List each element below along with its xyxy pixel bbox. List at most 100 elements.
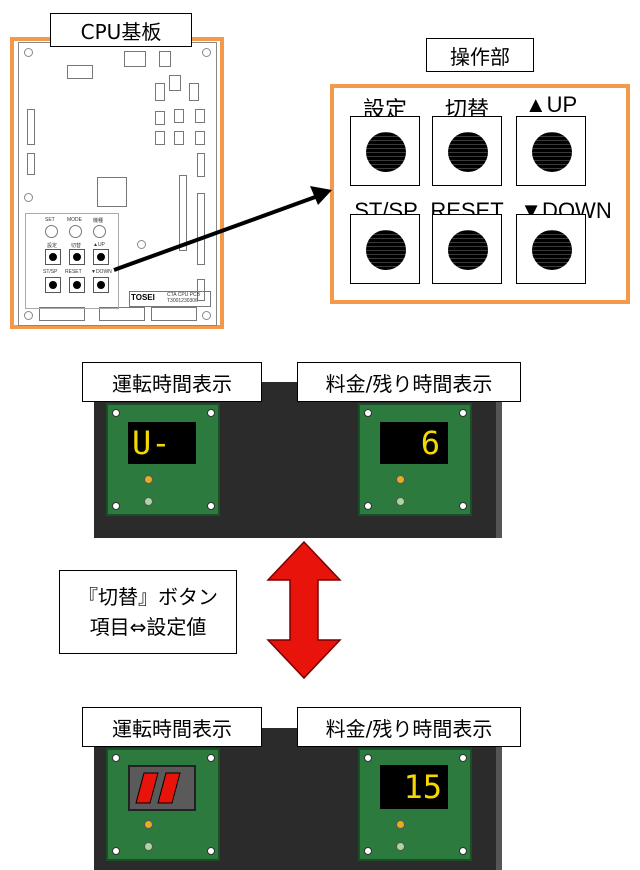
chip: [67, 65, 93, 79]
button-knob: [366, 230, 406, 270]
operation-title: 操作部: [426, 38, 534, 72]
chip: [197, 193, 205, 265]
chip: [124, 51, 146, 67]
chip: [197, 153, 205, 177]
segment-digits: [135, 772, 181, 804]
screw: [207, 502, 215, 510]
chip: [169, 75, 181, 91]
mini-label-kirikae: 切替: [71, 243, 82, 249]
mini-button: [93, 249, 109, 265]
cpu-board-drawing: SET MODE 機種 設定 切替 ▲UP ST/SP RESET ▼DOWN …: [18, 42, 217, 326]
dip-switch: [69, 225, 82, 238]
screw: [459, 409, 467, 417]
operation-time-display: U-: [128, 422, 196, 464]
mini-label-set: SET: [45, 217, 55, 223]
fee-time-display: 6: [380, 422, 448, 464]
down-button[interactable]: [516, 214, 586, 284]
led-indicator: [144, 475, 153, 484]
mini-label-kishu: 機種: [93, 218, 104, 224]
panel-edge: [496, 382, 502, 538]
segment-display-off: [128, 765, 196, 811]
screw: [459, 754, 467, 762]
screw: [112, 409, 120, 417]
mini-button: [69, 277, 85, 293]
pcb-name: CTA CPU PCB: [167, 292, 200, 298]
reset-button[interactable]: [432, 214, 502, 284]
mini-label-reset: RESET: [65, 269, 82, 275]
led-indicator: [396, 475, 405, 484]
chip: [27, 109, 35, 145]
mount-hole: [24, 311, 33, 320]
mini-label-settei: 設定: [47, 243, 58, 249]
chip: [155, 111, 165, 125]
chip: [155, 83, 165, 101]
led-indicator: [144, 842, 153, 851]
connector: [151, 307, 197, 321]
chip: [174, 131, 184, 145]
mini-label-up: ▲UP: [93, 242, 105, 248]
button-label-up: ▲UP: [524, 92, 578, 117]
fee-time-pcb: 15: [358, 748, 472, 861]
led-indicator: [144, 820, 153, 829]
fee-time-label-bottom: 料金/残り時間表示: [297, 707, 521, 747]
button-knob: [366, 132, 406, 172]
connector: [99, 307, 145, 321]
screw: [459, 502, 467, 510]
mount-hole: [24, 48, 33, 57]
chip: [155, 131, 165, 145]
up-button[interactable]: [516, 116, 586, 186]
operation-time-pcb: U-: [106, 403, 220, 516]
connector: [39, 307, 85, 321]
led-indicator: [396, 820, 405, 829]
fee-time-pcb: 6: [358, 403, 472, 516]
chip: [197, 279, 205, 301]
screw: [112, 502, 120, 510]
screw: [207, 409, 215, 417]
mount-hole: [137, 240, 146, 249]
settei-button[interactable]: [350, 116, 420, 186]
screw: [207, 754, 215, 762]
chip: [174, 109, 184, 123]
mini-button: [45, 277, 61, 293]
pcb-label-plate: [129, 291, 211, 307]
dip-switch: [93, 225, 106, 238]
screw: [364, 409, 372, 417]
button-knob: [532, 132, 572, 172]
cpu-board-title: CPU基板: [50, 13, 192, 47]
mini-button: [69, 249, 85, 265]
button-knob: [448, 132, 488, 172]
fee-time-label-top: 料金/残り時間表示: [297, 362, 521, 402]
operation-time-pcb: [106, 748, 220, 861]
chip: [97, 177, 127, 207]
button-knob: [532, 230, 572, 270]
screw: [207, 847, 215, 855]
led-indicator: [396, 842, 405, 851]
screw: [364, 502, 372, 510]
screw: [112, 754, 120, 762]
mini-label-stsp: ST/SP: [43, 269, 58, 275]
pcb-code: T3001230306: [167, 298, 198, 304]
mini-button: [45, 249, 61, 265]
switch-note: 『切替』ボタン 項目⇔設定値: [59, 570, 237, 654]
chip: [159, 51, 171, 67]
chip: [179, 175, 187, 251]
dip-switch: [45, 225, 58, 238]
pointer-arrow: [113, 186, 332, 272]
operation-time-label-top: 運転時間表示: [82, 362, 262, 402]
switch-note-line2: 項目⇔設定値: [89, 615, 207, 639]
button-knob: [448, 230, 488, 270]
screw: [364, 754, 372, 762]
switch-note-line1: 『切替』ボタン: [78, 585, 218, 609]
fee-time-display: 15: [380, 765, 448, 809]
mini-button: [93, 277, 109, 293]
kirikae-button[interactable]: [432, 116, 502, 186]
tosei-logo: TOSEI: [131, 293, 155, 302]
chip: [189, 83, 199, 101]
operation-time-label-bottom: 運転時間表示: [82, 707, 262, 747]
double-arrow: [266, 540, 342, 680]
mini-label-mode: MODE: [67, 217, 82, 223]
stsp-button[interactable]: [350, 214, 420, 284]
mount-hole: [24, 193, 33, 202]
panel-edge: [496, 728, 502, 870]
operation-frame: [330, 84, 630, 304]
